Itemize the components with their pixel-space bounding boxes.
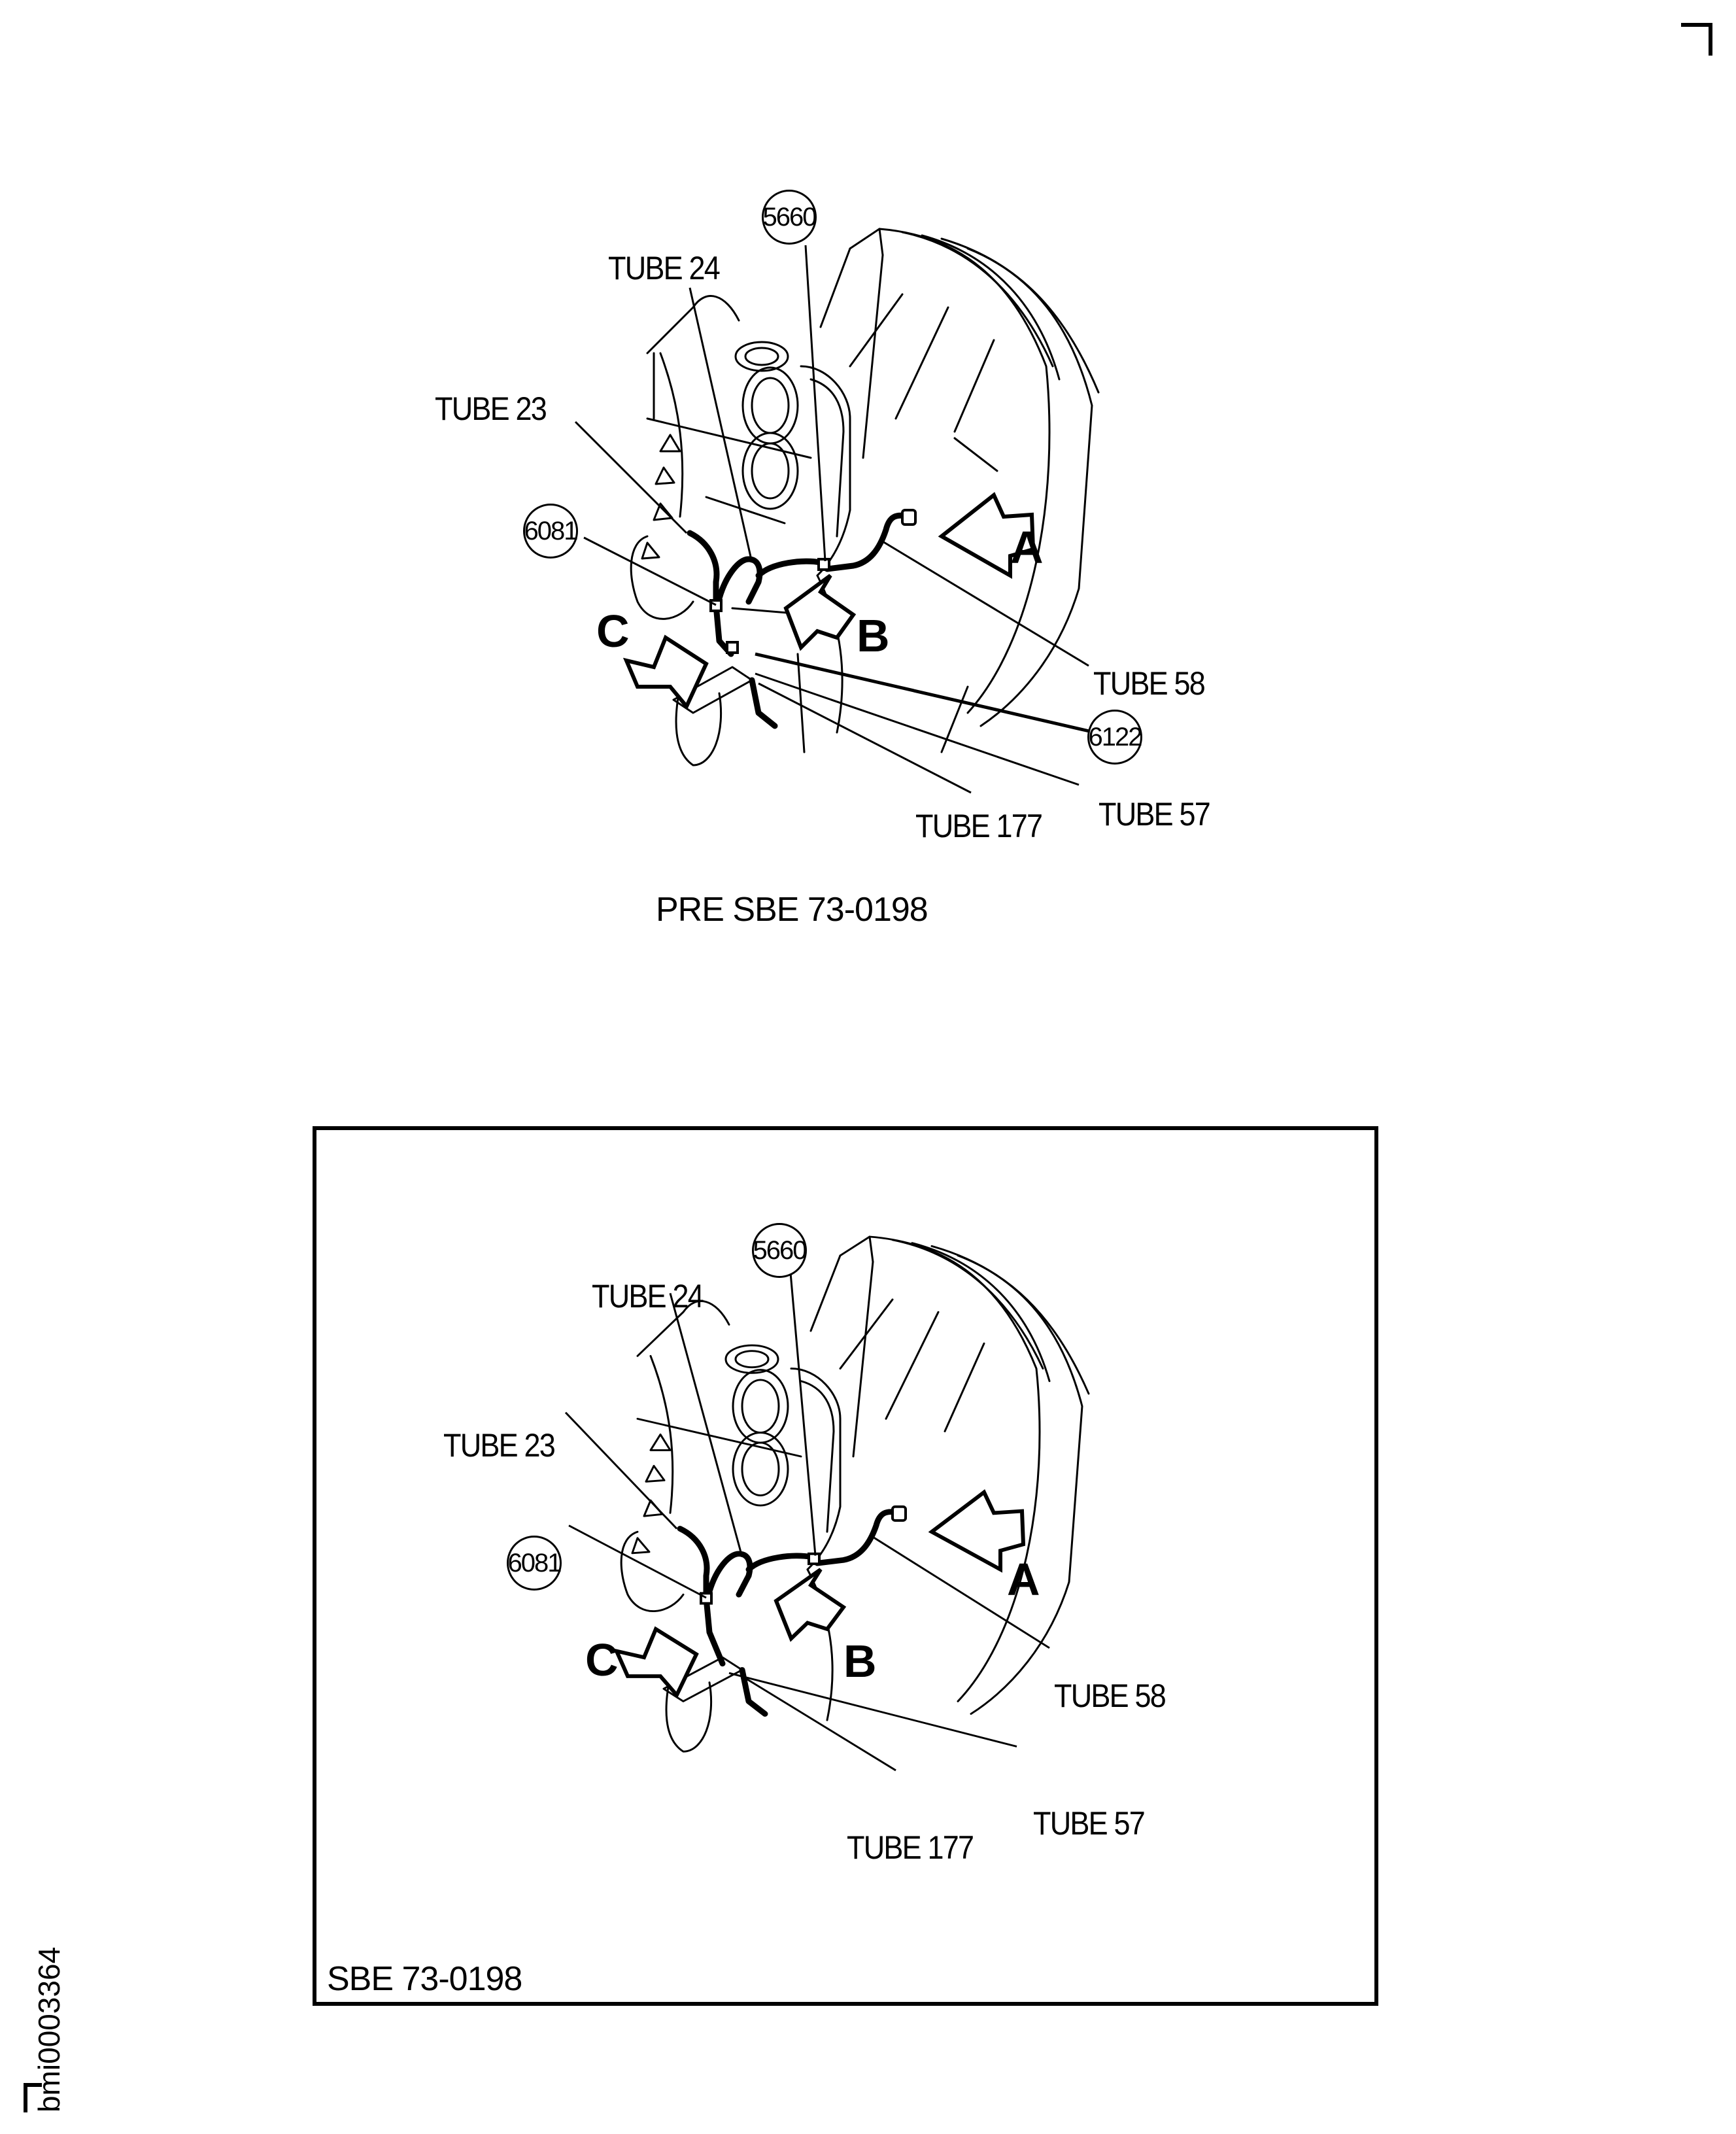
label-tube-57: TUBE 57: [1098, 796, 1211, 833]
view-label-b: B: [843, 1636, 877, 1687]
label-tube-177: TUBE 177: [915, 808, 1043, 844]
label-tube-58: TUBE 58: [1054, 1678, 1166, 1714]
view-label-c: C: [585, 1634, 619, 1685]
engine-drawing-pre-sbe: [574, 228, 1100, 794]
label-tube-57: TUBE 57: [1033, 1805, 1146, 1842]
callout-6081: 6081: [523, 504, 579, 559]
label-tube-58: TUBE 58: [1093, 665, 1206, 702]
callout-6081: 6081: [507, 1536, 562, 1591]
document-id: bmi0003364: [32, 1946, 66, 2112]
diagram-sbe-frame: [313, 1126, 1378, 2006]
label-tube-23: TUBE 23: [435, 390, 547, 427]
view-label-a: A: [1010, 522, 1044, 573]
callout-6122: 6122: [1087, 710, 1143, 765]
view-label-a: A: [1007, 1554, 1040, 1605]
label-tube-24: TUBE 24: [608, 250, 721, 286]
crop-mark-bottom-left: [24, 2083, 42, 2112]
callout-5660: 5660: [752, 1223, 808, 1278]
label-tube-24: TUBE 24: [592, 1278, 704, 1315]
caption-sbe: SBE 73-0198: [327, 1960, 522, 1998]
callout-5660: 5660: [762, 190, 817, 245]
crop-mark-top-right: [1681, 23, 1712, 56]
caption-pre-sbe: PRE SBE 73-0198: [656, 891, 928, 929]
view-label-b: B: [857, 610, 890, 661]
label-tube-177: TUBE 177: [847, 1829, 974, 1866]
view-label-c: C: [596, 606, 630, 657]
label-tube-23: TUBE 23: [443, 1427, 556, 1464]
